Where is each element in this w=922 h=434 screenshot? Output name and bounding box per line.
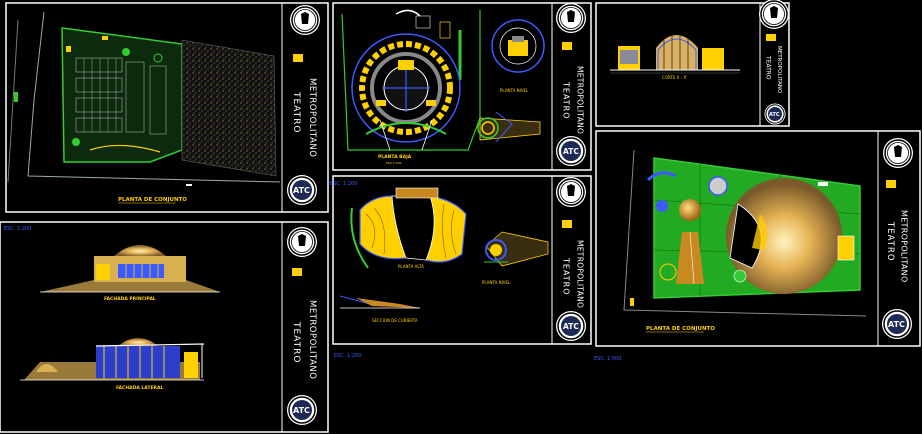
detail-caption: PLANTA NIVEL: [500, 88, 529, 93]
floor-plan-caption: PLANTA BAJA: [378, 154, 412, 160]
revision-tag: [886, 180, 896, 188]
roof-section-drawing: [339, 295, 421, 309]
title-word-teatro: TEATRO: [885, 221, 895, 262]
firm-logo-text: ATC: [563, 322, 579, 331]
vacant-lot: [181, 39, 277, 177]
facade-side-drawing: [20, 338, 205, 381]
north-arrow-icon: [555, 2, 587, 34]
title-block-frame: [551, 2, 592, 171]
revision-tag: [562, 220, 572, 228]
title-block-frame: [551, 175, 592, 345]
sheet-section: CORTE X - X' TEATRO METROPOLITANO ATC: [595, 0, 790, 127]
sheet-floor-plan: PLANTA BAJA ESC 1:200 PLANTA NIVEL TEATR…: [332, 2, 592, 171]
title-word-metropolitano: METROPOLITANO: [576, 240, 585, 308]
title-word-teatro: TEATRO: [291, 321, 301, 363]
bottom-note-mid: ESC. 1:200: [334, 353, 361, 359]
revision-tag: [293, 54, 303, 62]
title-word-metropolitano: METROPOLITANO: [576, 66, 585, 134]
sheet-facades: ESC. 1:200 FACHADA PRINCIPAL: [0, 221, 329, 433]
firm-logo-text: ATC: [769, 112, 780, 118]
revision-tag: [292, 268, 302, 276]
title-word-teatro: TEATRO: [562, 81, 571, 120]
title-word-metropolitano: METROPOLITANO: [900, 210, 909, 283]
floor-plan-scale: ESC 1:200: [386, 161, 402, 165]
revision-tag: [562, 42, 572, 50]
north-arrow-icon: [289, 4, 321, 36]
main-dome-plan: [726, 178, 842, 294]
title-word-teatro: TEATRO: [765, 55, 772, 80]
sheet-master-plan: PLANTA DE CONJUNTO TEATRO METROPOLITANO …: [595, 130, 921, 347]
firm-logo-text: ATC: [293, 406, 310, 415]
detail-funnel: [477, 111, 541, 143]
site-plan-caption: PLANTA DE CONJUNTO: [118, 197, 187, 203]
small-dome-plan: [679, 199, 701, 221]
master-plan-caption: PLANTA DE CONJUNTO: [646, 326, 715, 332]
title-word-metropolitano: METROPOLITANO: [307, 300, 317, 379]
title-block-frame: [281, 2, 329, 213]
facade-main-drawing: [40, 245, 220, 293]
firm-logo-text: ATC: [293, 186, 310, 195]
title-word-metropolitano: METROPOLITANO: [307, 78, 317, 157]
north-arrow-icon: [286, 226, 318, 258]
north-arrow-icon: [882, 137, 914, 169]
facade-scale-note: ESC. 1:200: [4, 226, 31, 232]
bottom-note-right: ESC. 1:500: [594, 356, 621, 362]
facade-side-caption: FACHADA LATERAL: [116, 385, 163, 391]
upper-detail-caption: PLANTA NIVEL: [482, 280, 511, 285]
north-arrow-icon: [555, 176, 587, 208]
roof-section-caption: SECCION DE CUBIERTA: [372, 318, 418, 323]
firm-logo-text: ATC: [563, 147, 579, 156]
facade-main-caption: FACHADA PRINCIPAL: [104, 296, 156, 302]
title-word-teatro: TEATRO: [291, 91, 301, 133]
section-drawing: [610, 34, 740, 74]
upper-plan-caption: PLANTA ALTA: [398, 264, 424, 269]
section-caption: CORTE X - X': [662, 75, 687, 80]
north-arrow-icon: [758, 0, 790, 30]
firm-logo-text: ATC: [888, 320, 905, 329]
sheet-site-plan: PLANTA DE CONJUNTO TEATRO METROPOLITANO …: [5, 2, 329, 213]
site-boundary: [61, 27, 183, 163]
sheet-upper-plan: ESC. 1:200 PLANTA ALTA PLANTA NIVEL SECC…: [330, 175, 592, 345]
revision-tag: [766, 34, 776, 41]
detail-round-plan: [491, 19, 545, 73]
upper-detail-plan: [484, 231, 549, 267]
title-word-metropolitano: METROPOLITANO: [776, 46, 782, 94]
upper-scale-note: ESC. 1:200: [330, 181, 357, 187]
title-block-frame: [281, 221, 329, 433]
title-word-teatro: TEATRO: [562, 257, 571, 296]
sheet-frame: [0, 221, 329, 433]
title-block-frame: [877, 130, 921, 347]
upper-floor-plan: [350, 187, 467, 269]
theatre-floor-plan: [351, 33, 461, 151]
